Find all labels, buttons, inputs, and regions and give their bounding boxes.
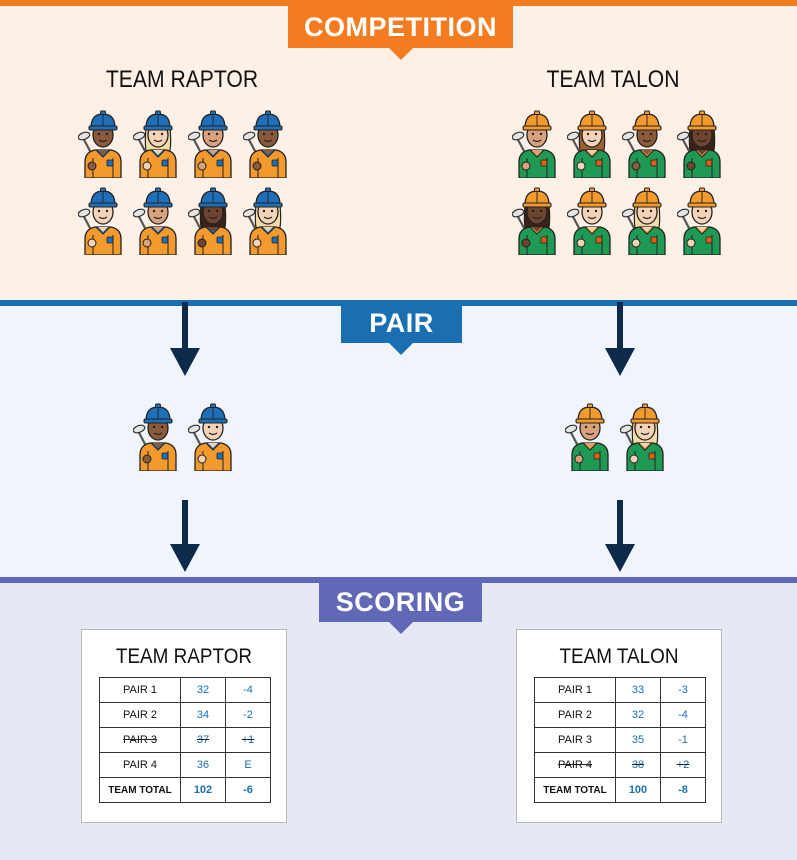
score-cell: 36 [180,752,226,778]
score-cell: 32 [180,677,226,703]
to-par-cell: -8 [660,777,706,803]
score-cell: 102 [180,777,226,803]
score-cell: 37 [180,727,226,753]
golfer-icon [77,106,128,179]
pair-label-cell: PAIR 4 [99,752,181,778]
golfer-icon [242,183,293,256]
pair-label-cell: PAIR 1 [99,677,181,703]
golfer-icon [132,399,183,472]
pair-label-cell: PAIR 3 [534,727,616,753]
golfer-icon [187,183,238,256]
to-par-cell: -4 [660,702,706,728]
score-cell: 32 [615,702,661,728]
golfer-icon [511,106,562,179]
golfer-icon [187,106,238,179]
golfer-icon [566,106,617,179]
down-arrow-icon [170,302,200,376]
golfer-icon [676,183,727,256]
team-raptor-title: TEAM RAPTOR [105,66,259,93]
golfer-icon [187,399,238,472]
to-par-cell: +2 [660,752,706,778]
down-arrow-icon [605,500,635,572]
pair-label-cell: TEAM TOTAL [534,777,616,803]
competition-label: COMPETITION [288,6,513,48]
golfer-icon [564,399,615,472]
pair-label-cell: PAIR 2 [534,702,616,728]
team-talon-title: TEAM TALON [546,66,680,93]
golfer-icon [676,106,727,179]
golfer-icon [566,183,617,256]
score-cell: 38 [615,752,661,778]
pair-label-cell: PAIR 4 [534,752,616,778]
scorecard-title: TEAM TALON [559,645,679,668]
score-cell: 100 [615,777,661,803]
golfer-icon [132,106,183,179]
to-par-cell: +1 [225,727,271,753]
to-par-cell: E [225,752,271,778]
score-cell: 34 [180,702,226,728]
down-arrow-icon [170,500,200,572]
to-par-cell: -3 [660,677,706,703]
pair-label-cell: PAIR 1 [534,677,616,703]
pair-label: PAIR [341,303,462,343]
pair-label-cell: PAIR 3 [99,727,181,753]
score-cell: 35 [615,727,661,753]
golfer-icon [77,183,128,256]
golfer-icon [619,399,670,472]
to-par-cell: -1 [660,727,706,753]
pair-label-cell: PAIR 2 [99,702,181,728]
pair-label-cell: TEAM TOTAL [99,777,181,803]
score-cell: 33 [615,677,661,703]
to-par-cell: -2 [225,702,271,728]
to-par-cell: -6 [225,777,271,803]
golfer-icon [242,106,293,179]
golfer-icon [132,183,183,256]
scoring-label: SCORING [319,582,482,622]
golfer-icon [621,106,672,179]
golfer-icon [511,183,562,256]
to-par-cell: -4 [225,677,271,703]
golfer-icon [621,183,672,256]
scoring-label-pointer [389,622,413,634]
down-arrow-icon [605,302,635,376]
competition-label-pointer [389,48,413,60]
scorecard-title: TEAM RAPTOR [115,645,253,668]
pair-label-pointer [389,343,413,355]
